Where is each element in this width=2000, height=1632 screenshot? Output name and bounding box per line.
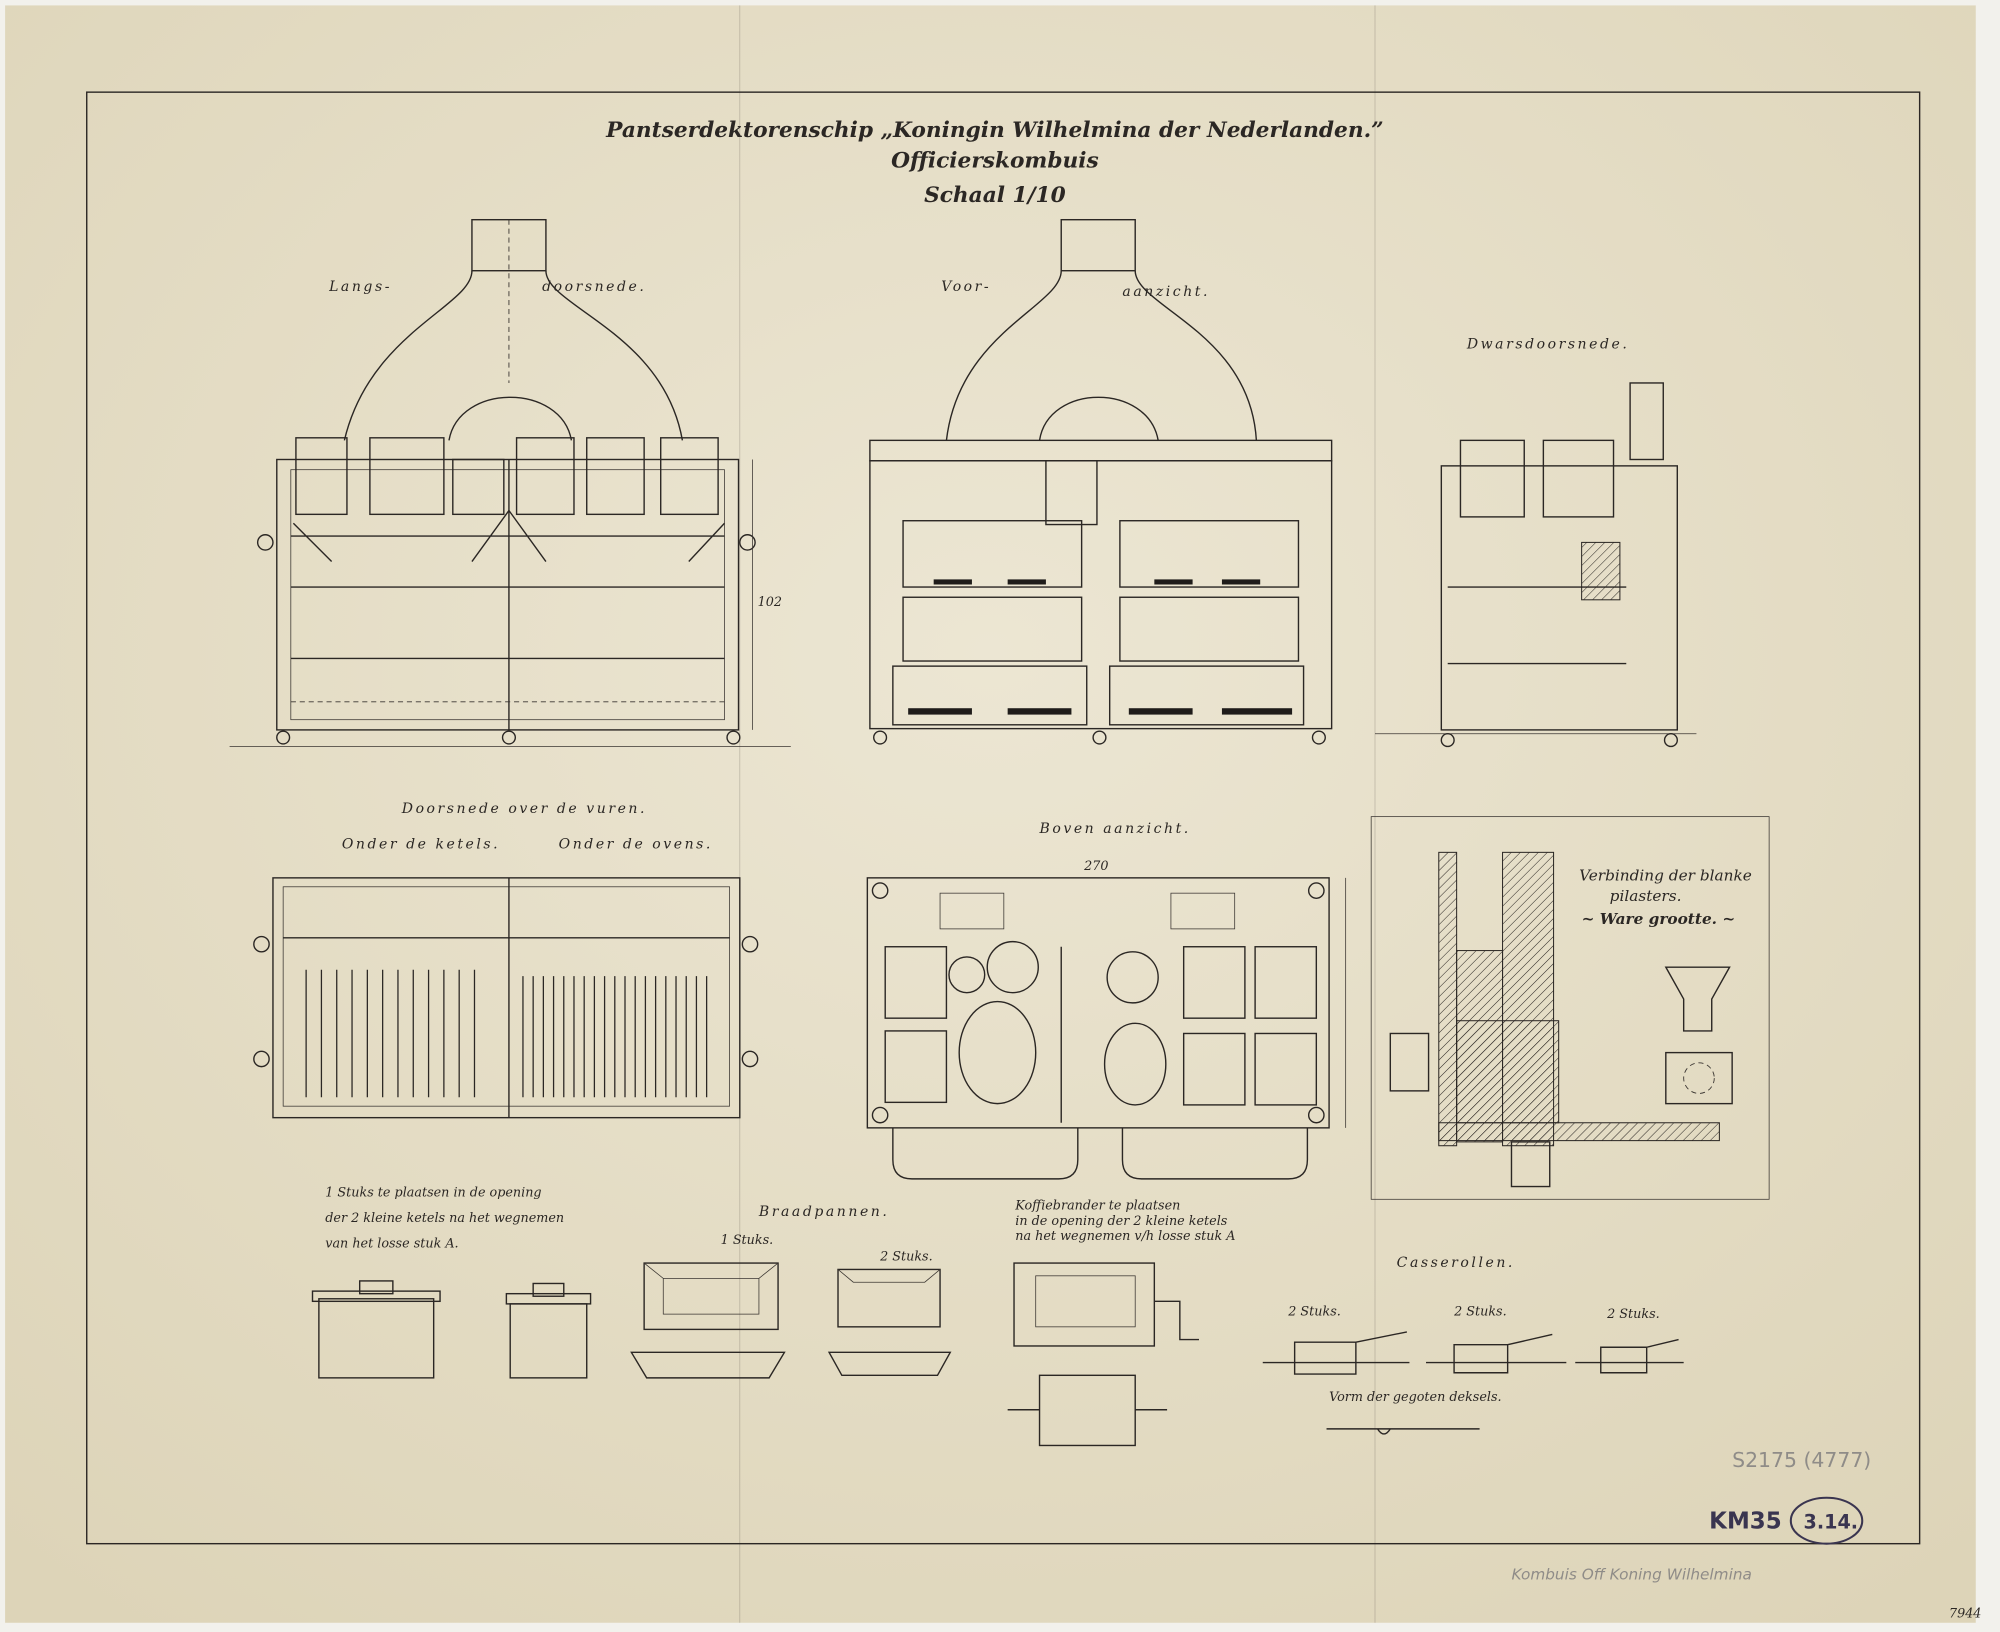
svg-text:Voor-: Voor- [941, 279, 991, 295]
svg-text:2 Stuks.: 2 Stuks. [1287, 1304, 1341, 1319]
drawing-title: Pantserdektorenschip „Koningin Wilhelmin… [605, 118, 1383, 143]
svg-text:in de opening der 2 kleine ket: in de opening der 2 kleine ketels [1015, 1214, 1227, 1229]
svg-text:1 Stuks.: 1 Stuks. [721, 1233, 774, 1248]
notes-utensils: 1 Stuks te plaatsen in de opening der 2 … [311, 1186, 1684, 1447]
svg-text:Braadpannen.: Braadpannen. [758, 1204, 889, 1220]
furnace-section: Doorsnede over de vuren. Onder de ketels… [253, 801, 759, 1119]
svg-text:Verbinding der blanke: Verbinding der blanke [1579, 866, 1752, 884]
svg-text:Doorsnede over de vuren.: Doorsnede over de vuren. [401, 801, 647, 817]
svg-text:Dwarsdoorsnede.: Dwarsdoorsnede. [1466, 337, 1630, 353]
svg-text:der 2 kleine ketels na het weg: der 2 kleine ketels na het wegnemen [325, 1211, 564, 1226]
cross-section: Dwarsdoorsnede. [1375, 337, 1697, 748]
svg-text:2 Stuks.: 2 Stuks. [1606, 1307, 1660, 1322]
svg-text:na het wegnemen v/h losse stuk: na het wegnemen v/h losse stuk A [1015, 1229, 1235, 1244]
archive-marks: S2175 (4777) KM35 3.14. Kombuis Off Koni… [1511, 1448, 1981, 1622]
svg-text:2 Stuks.: 2 Stuks. [879, 1250, 933, 1265]
svg-text:van het losse stuk A.: van het losse stuk A. [325, 1237, 458, 1252]
svg-text:3.14.: 3.14. [1804, 1510, 1858, 1533]
svg-text:Kombuis Off Koning Wilhelmina: Kombuis Off Koning Wilhelmina [1511, 1565, 1751, 1583]
svg-text:KM35: KM35 [1709, 1508, 1782, 1534]
drawing-scale: Schaal 1/10 [924, 183, 1066, 208]
svg-text:Vorm der gegoten deksels.: Vorm der gegoten deksels. [1329, 1390, 1501, 1405]
svg-text:pilasters.: pilasters. [1610, 887, 1682, 905]
svg-text:2 Stuks.: 2 Stuks. [1453, 1304, 1507, 1319]
pilaster-detail: Verbinding der blanke pilasters. ~ Ware … [1370, 816, 1770, 1200]
svg-text:Boven aanzicht.: Boven aanzicht. [1039, 821, 1191, 837]
svg-text:102: 102 [758, 595, 782, 610]
svg-text:aanzicht.: aanzicht. [1122, 284, 1210, 300]
front-view: Voor- aanzicht. [869, 218, 1333, 745]
svg-text:1 Stuks te plaatsen in de open: 1 Stuks te plaatsen in de opening [325, 1186, 541, 1201]
svg-text:270: 270 [1083, 859, 1108, 874]
svg-text:~ Ware grootte. ~: ~ Ware grootte. ~ [1582, 910, 1736, 928]
svg-text:7944: 7944 [1949, 1607, 1981, 1622]
svg-text:doorsnede.: doorsnede. [542, 279, 646, 295]
svg-text:Onder de ovens.: Onder de ovens. [559, 837, 713, 853]
drawing-border [86, 91, 1921, 1545]
svg-text:Onder de ketels.: Onder de ketels. [342, 837, 500, 853]
longitudinal-section: Langs- doorsnede. 102 [229, 218, 791, 747]
svg-text:S2175 (4777): S2175 (4777) [1732, 1448, 1871, 1472]
paper-sheet [5, 5, 1976, 1623]
svg-text:Langs-: Langs- [328, 279, 392, 295]
top-view: Boven aanzicht. 270 [866, 821, 1347, 1180]
drawing-subtitle: Officierskombuis [891, 148, 1099, 173]
svg-text:Koffiebrander te plaatsen: Koffiebrander te plaatsen [1014, 1198, 1180, 1213]
svg-text:Casserollen.: Casserollen. [1397, 1255, 1515, 1271]
